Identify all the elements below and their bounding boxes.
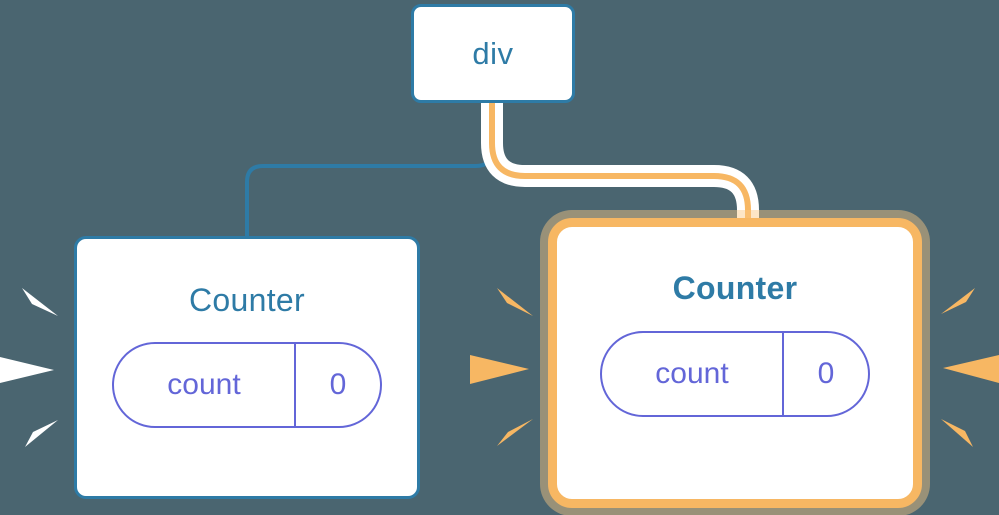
edge-div-to-counter-b: [489, 100, 751, 239]
node-counter-a-label: Counter: [189, 282, 305, 318]
burst-right-wedge-top: [941, 288, 975, 314]
edge-div-to-counter-b-halo: [481, 92, 759, 247]
burst-middle-wedge-top: [497, 288, 533, 316]
state-value-count: 0: [817, 357, 835, 390]
burst-right-wedge-bottom: [941, 419, 973, 447]
burst-middle-wedge-bottom: [497, 419, 533, 446]
burst-left-wedge-top: [22, 288, 58, 316]
node-div[interactable]: div: [411, 4, 575, 103]
burst-right-wedge-mid: [943, 355, 999, 383]
state-pill-counter-a: count 0: [112, 342, 382, 428]
node-div-label: div: [472, 36, 514, 71]
state-pill-divider: [782, 333, 784, 415]
burst-left-wedge-mid: [0, 357, 54, 383]
state-value-count: 0: [329, 368, 347, 401]
state-pill-divider: [294, 344, 296, 426]
node-counter-a[interactable]: Counter count 0: [74, 236, 420, 499]
state-key-count: count: [167, 368, 241, 401]
state-pill-counter-b: count 0: [600, 331, 870, 417]
edge-div-to-counter-a: [245, 101, 494, 238]
burst-middle-wedge-mid: [470, 355, 529, 384]
burst-left-wedge-bottom: [25, 420, 58, 447]
burst-left: [0, 288, 58, 447]
node-counter-b-label: Counter: [672, 270, 798, 306]
burst-middle: [470, 288, 533, 446]
node-counter-b[interactable]: Counter count 0: [548, 218, 922, 508]
burst-right: [941, 288, 999, 447]
state-key-count: count: [655, 357, 729, 390]
